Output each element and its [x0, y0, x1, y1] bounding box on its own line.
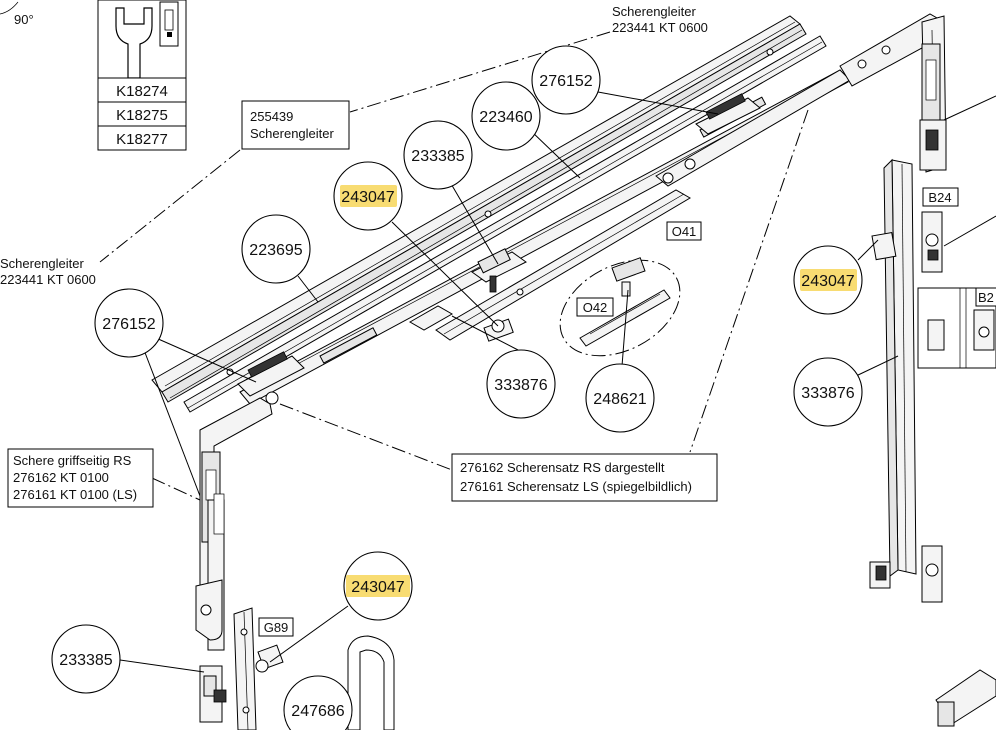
locking-cam-243047-lower — [255, 644, 284, 673]
key-code-3: K18277 — [116, 131, 168, 148]
svg-text:248621: 248621 — [593, 391, 646, 408]
svg-text:247686: 247686 — [291, 703, 344, 720]
svg-text:Schere griffseitig RS: Schere griffseitig RS — [13, 453, 132, 468]
callout-233385-lower: 233385 — [51, 624, 121, 694]
label-scherengleiter-box: 255439 Scherengleiter — [241, 100, 350, 150]
callout-243047-right: 243047 — [793, 245, 863, 315]
svg-text:243047: 243047 — [801, 273, 854, 290]
leader-top-right — [943, 95, 996, 121]
key-table-row-1: K18274 — [97, 77, 187, 103]
svg-text:223441 KT 0600: 223441 KT 0600 — [612, 20, 708, 35]
svg-text:243047: 243047 — [351, 579, 404, 596]
label-b24: B24 — [922, 187, 959, 207]
slide-block-233385 — [471, 248, 527, 293]
svg-text:Scherengleiter: Scherengleiter — [612, 4, 696, 19]
key-insert-icon — [159, 1, 179, 47]
svg-text:O41: O41 — [672, 224, 697, 239]
key-table-row-2: K18275 — [97, 101, 187, 127]
svg-text:223460: 223460 — [479, 109, 532, 126]
svg-text:223695: 223695 — [249, 242, 302, 259]
angle-marker: 90° — [0, 1, 34, 27]
callout-243047-lower: 243047 — [343, 551, 413, 621]
svg-text:243047: 243047 — [341, 189, 394, 206]
key-code-2: K18275 — [116, 107, 168, 124]
svg-text:276152: 276152 — [539, 73, 592, 90]
callout-248621: 248621 — [585, 363, 655, 433]
wrench-icon — [115, 7, 153, 79]
corner-drive-top-right — [839, 13, 947, 173]
svg-text:233385: 233385 — [59, 652, 112, 669]
pivot-276152-top — [695, 93, 761, 135]
key-code-1: K18274 — [116, 83, 168, 100]
label-schere-box: Schere griffseitig RS 276162 KT 0100 276… — [7, 448, 154, 508]
vertical-rail-g89 — [233, 607, 257, 730]
svg-text:G89: G89 — [264, 620, 289, 635]
slide-block-233385-lower — [199, 665, 227, 723]
label-o41: O41 — [666, 221, 702, 241]
handle-outline — [347, 635, 395, 730]
callout-223695: 223695 — [241, 214, 311, 284]
bracket-piece — [408, 305, 454, 331]
label-scherensatz-box: 276162 Scherensatz RS dargestellt 276161… — [451, 453, 718, 502]
corner-drive-left — [195, 397, 273, 651]
angle-label: 90° — [14, 12, 34, 27]
svg-text:233385: 233385 — [411, 148, 464, 165]
svg-text:276161 Scherensatz LS (spiegel: 276161 Scherensatz LS (spiegelbildlich) — [460, 479, 692, 494]
callout-223460: 223460 — [471, 81, 541, 151]
detail-ellipse — [559, 257, 681, 357]
key-table: K18274 K18275 K18277 — [97, 0, 187, 151]
callout-233385-top: 233385 — [403, 120, 473, 190]
svg-text:Scherengleiter: Scherengleiter — [0, 256, 84, 271]
label-b2: B2 — [975, 287, 996, 307]
svg-text:B24: B24 — [928, 190, 951, 205]
callout-276152-left: 276152 — [94, 288, 164, 358]
callout-333876-right: 333876 — [793, 357, 863, 427]
svg-text:Scherengleiter: Scherengleiter — [250, 126, 334, 141]
svg-text:333876: 333876 — [494, 377, 547, 394]
label-scherengleiter-top: Scherengleiter 223441 KT 0600 — [612, 4, 708, 35]
svg-text:O42: O42 — [583, 300, 608, 315]
svg-text:276162 Scherensatz RS dargeste: 276162 Scherensatz RS dargestellt — [460, 460, 665, 475]
svg-text:255439: 255439 — [250, 109, 293, 124]
label-g89: G89 — [258, 617, 294, 637]
stay-arm-o41 — [435, 189, 691, 341]
callout-333876-middle: 333876 — [486, 349, 556, 419]
label-scherengleiter-left: Scherengleiter 223441 KT 0600 — [0, 256, 96, 287]
svg-text:223441 KT 0600: 223441 KT 0600 — [0, 272, 96, 287]
callout-leaders — [119, 91, 899, 673]
pivot-276152-left — [237, 351, 305, 397]
top-slide-rail — [151, 15, 827, 413]
callout-243047-top: 243047 — [333, 161, 403, 231]
callout-247686: 247686 — [283, 675, 353, 730]
dash-dot-leaders — [99, 31, 809, 501]
svg-text:B2: B2 — [978, 290, 994, 305]
locking-cam-243047-top — [483, 318, 514, 342]
fitting-right-lower — [921, 545, 943, 603]
fitting-b24 — [921, 211, 996, 273]
corner-fitting-bottom-right — [935, 669, 996, 727]
svg-text:276162 KT 0100: 276162 KT 0100 — [13, 470, 109, 485]
vertical-rail-right — [869, 158, 917, 589]
svg-text:333876: 333876 — [801, 385, 854, 402]
key-table-row-3: K18277 — [97, 125, 187, 151]
label-o42: O42 — [576, 297, 614, 317]
callout-276152-top: 276152 — [531, 45, 601, 115]
svg-text:276161 KT 0100 (LS): 276161 KT 0100 (LS) — [13, 487, 137, 502]
svg-text:276152: 276152 — [102, 316, 155, 333]
